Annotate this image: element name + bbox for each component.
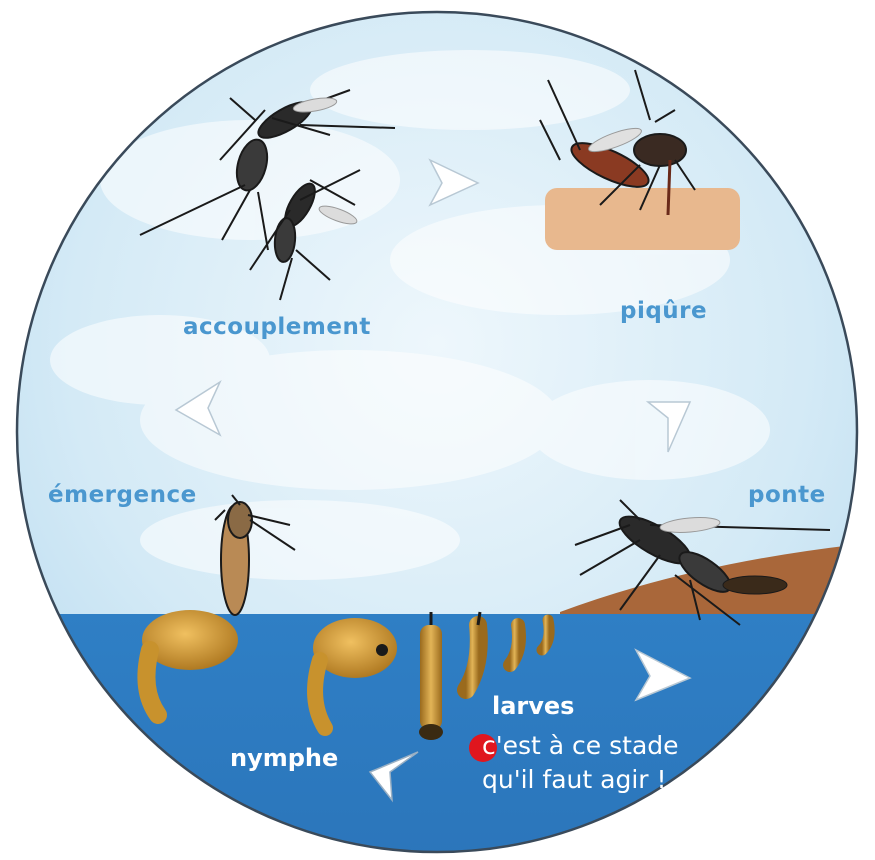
stage-label-piqure: piqûre bbox=[620, 300, 707, 323]
action-note-line-2: qu'il faut agir ! bbox=[482, 767, 667, 792]
larva-icon bbox=[419, 612, 443, 740]
stage-label-ponte: ponte bbox=[748, 484, 826, 507]
stage-label-emergence: émergence bbox=[48, 484, 197, 507]
skin-patch bbox=[545, 188, 740, 250]
stage-label-larves: larves bbox=[492, 694, 574, 718]
stage-label-accouplement: accouplement bbox=[183, 316, 371, 339]
action-note-line-1: c'est à ce stade bbox=[482, 733, 679, 758]
stage-label-nymphe: nymphe bbox=[230, 746, 338, 770]
